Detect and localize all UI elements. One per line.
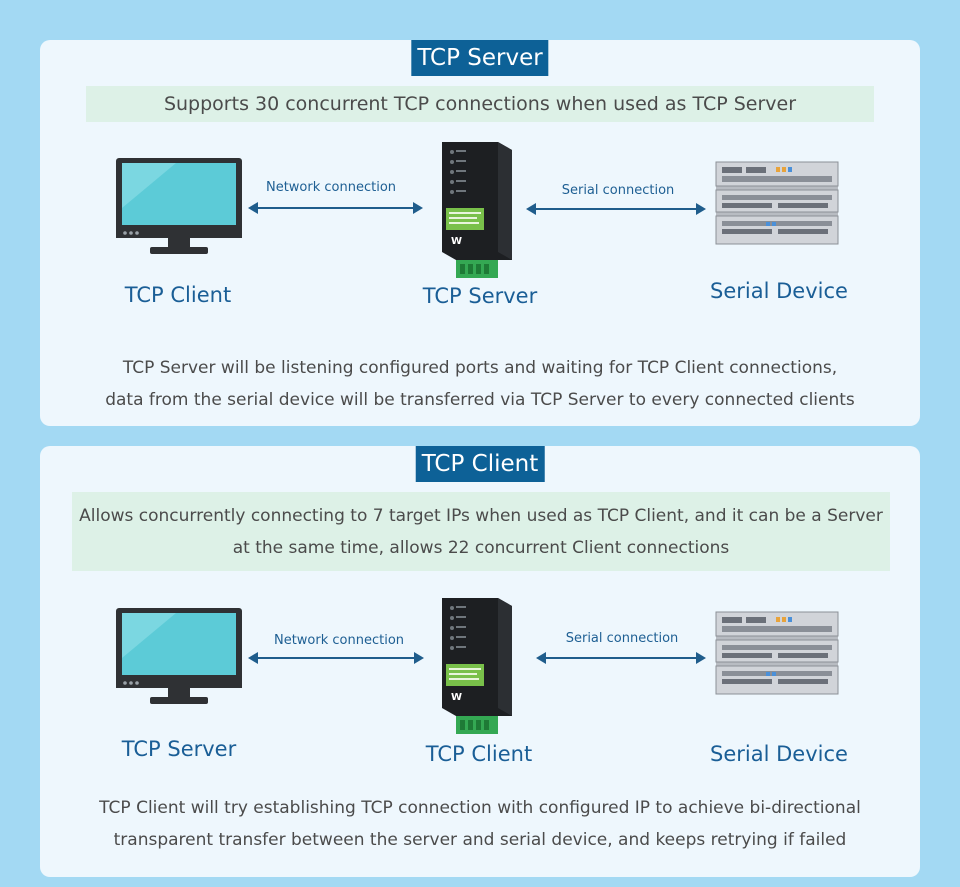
serial-connection-label: Serial connection [561,183,675,198]
feature-banner: Allows concurrently connecting to 7 targ… [72,492,890,571]
monitor-icon [116,158,242,254]
network-connection-label: Network connection [273,633,405,648]
caption-line: data from the serial device will be tran… [105,390,855,410]
tcp-client-label: TCP Client [425,742,533,766]
caption-line: TCP Client will try establishing TCP con… [99,798,861,818]
section-title: TCP Client [415,446,545,482]
description-caption: TCP Client will try establishing TCP con… [40,792,920,856]
rack-server-icon [715,611,839,695]
banner-text: Allows concurrently connecting to 7 targ… [79,505,883,526]
caption-line: TCP Server will be listening configured … [122,358,838,378]
tcp-client-label: TCP Client [124,283,232,307]
caption-line: transparent transfer between the server … [113,830,847,850]
serial-connection-arrow-icon [526,203,706,215]
tcp-server-label: TCP Server [121,737,237,761]
tcp-client-panel: TCP Client Allows concurrently connectin… [40,446,920,877]
network-connection-label: Network connection [265,180,397,195]
monitor-icon [116,608,242,704]
tcp-server-label: TCP Server [422,284,538,308]
network-connection-arrow-icon [248,652,424,664]
rack-server-icon [715,161,839,245]
tcp-server-panel: TCP Server Supports 30 concurrent TCP co… [40,40,920,426]
feature-banner: Supports 30 concurrent TCP connections w… [86,86,874,122]
description-caption: TCP Server will be listening configured … [40,352,920,416]
serial-connection-arrow-icon [536,652,706,664]
svg-text:W: W [451,236,462,247]
section-title: TCP Server [411,40,549,76]
network-connection-arrow-icon [248,202,423,214]
serial-connection-label: Serial connection [565,631,679,646]
serial-server-device-icon: W [442,142,512,278]
svg-text:W: W [451,692,462,703]
serial-server-device-icon: W [442,598,512,734]
banner-text: Supports 30 concurrent TCP connections w… [163,93,797,115]
banner-text: at the same time, allows 22 concurrent C… [232,537,730,558]
serial-device-label: Serial Device [710,279,848,303]
serial-device-label: Serial Device [710,742,848,766]
